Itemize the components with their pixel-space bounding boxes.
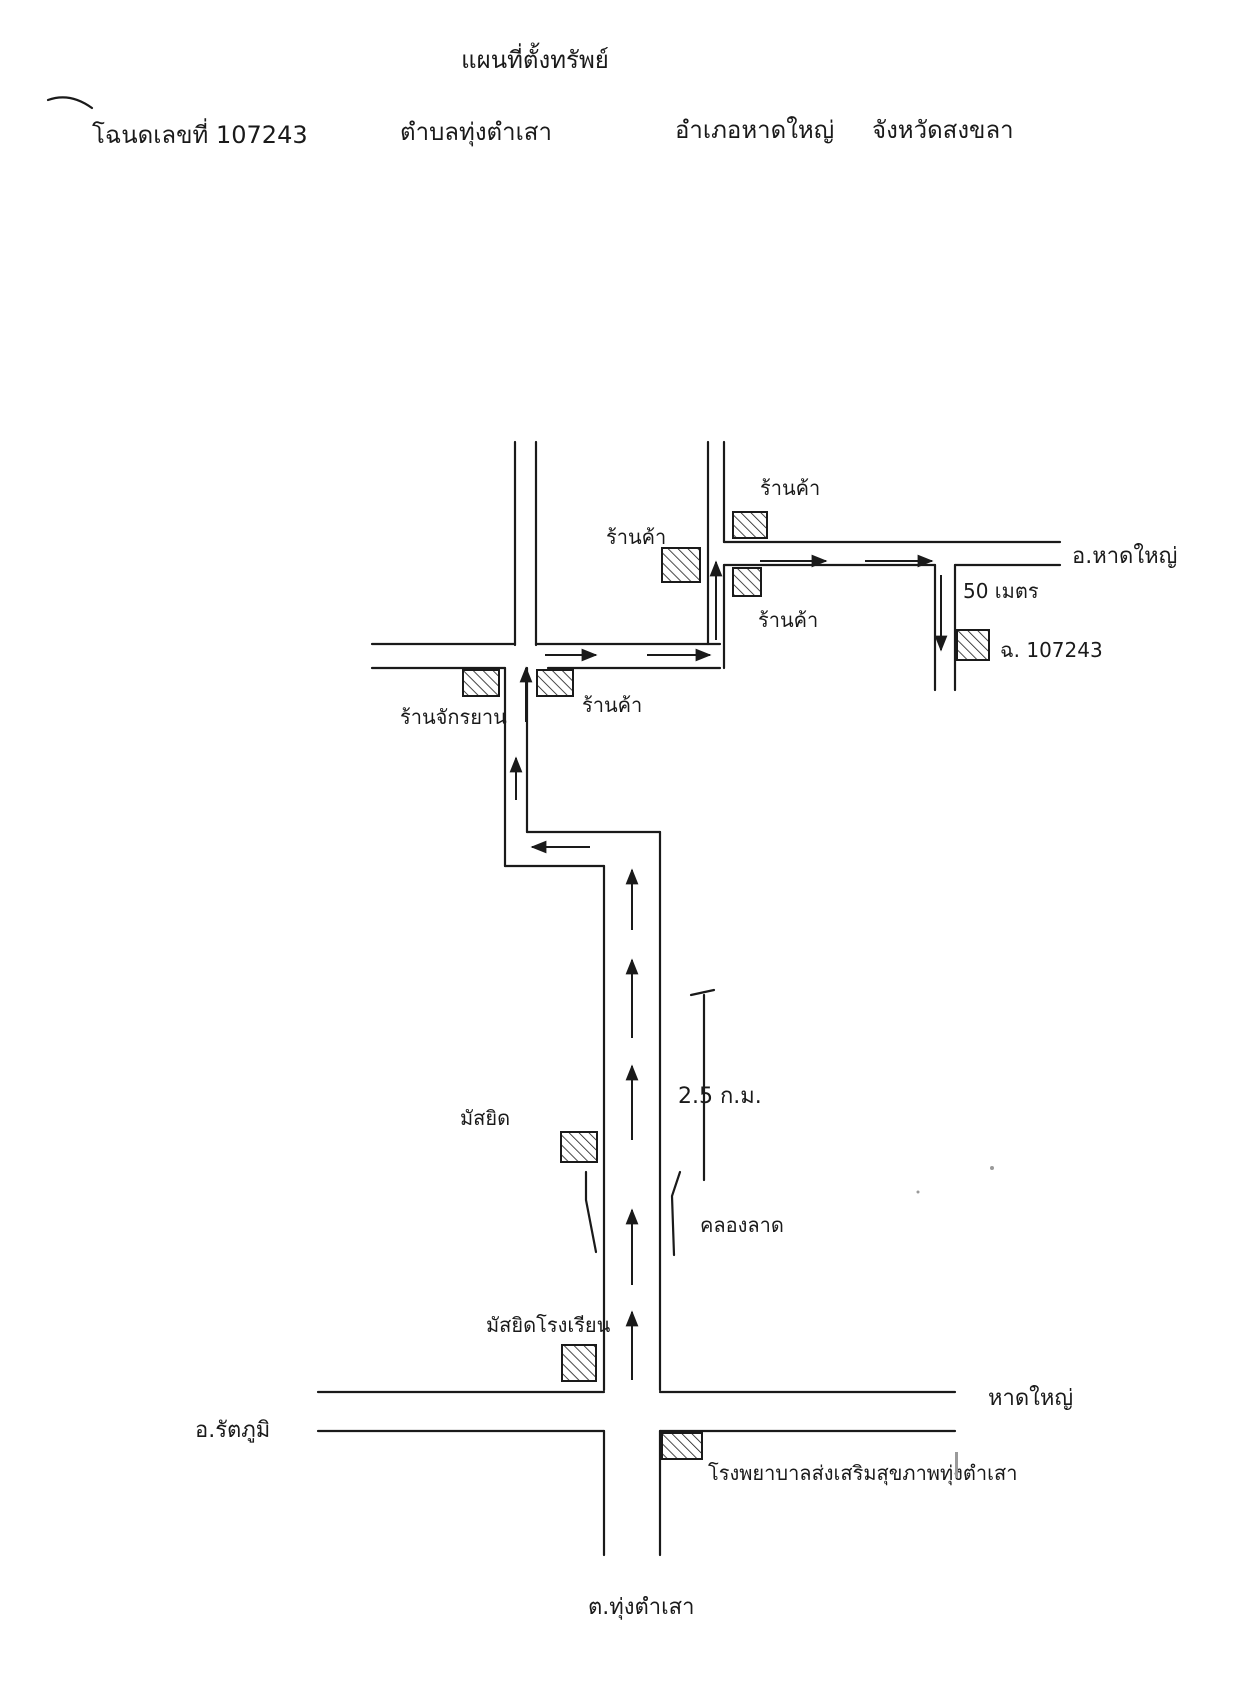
- road-north-middle: [706, 440, 726, 670]
- road-to-hatyai-top: [722, 540, 1062, 567]
- building-property: [956, 629, 990, 661]
- building-shop-cross: [536, 669, 574, 697]
- road-to-property: [933, 563, 957, 692]
- label-school: มัสยิดโรงเรียน: [486, 1313, 611, 1337]
- building-bicycle-shop: [462, 669, 500, 697]
- scan-speck: [955, 1452, 958, 1478]
- label-to-hatyai-bottom: หาดใหญ่: [988, 1385, 1073, 1411]
- deed-number: โฉนดเลขที่ 107243: [92, 118, 308, 149]
- distance-bracket: [689, 988, 716, 1182]
- subdistrict: ตำบลทุ่งตำเสา: [400, 118, 552, 147]
- label-canal: คลองลาด: [700, 1213, 784, 1237]
- building-shop-left-upper: [661, 547, 701, 583]
- label-property: ฉ. 107243: [1000, 638, 1103, 662]
- label-shop-top: ร้านค้า: [760, 476, 820, 500]
- label-distance-50m: 50 เมตร: [963, 579, 1039, 603]
- label-mosque: มัสยิด: [460, 1106, 510, 1130]
- building-shop-top: [732, 511, 768, 539]
- building-health-center: [661, 1432, 703, 1460]
- road-upper-horizontal: [370, 642, 722, 670]
- building-mosque: [560, 1131, 598, 1163]
- label-to-rattaphum: อ.รัตภูมิ: [195, 1418, 270, 1443]
- map-title: แผนที่ตั้งทรัพย์: [461, 42, 609, 74]
- label-shop-right-upper: ร้านค้า: [758, 608, 818, 632]
- road-bottom-crossroad: [316, 1390, 957, 1557]
- scan-speck: [990, 1166, 994, 1170]
- label-bicycle-shop: ร้านจักรยาน: [400, 705, 507, 729]
- label-shop-cross: ร้านค้า: [582, 693, 642, 717]
- road-jog: [503, 666, 662, 1392]
- road-north-left: [513, 440, 538, 647]
- route-arrows: [509, 554, 948, 1380]
- province: จังหวัดสงขลา: [872, 116, 1014, 144]
- label-distance-road: 2.5 ก.ม.: [678, 1084, 762, 1109]
- label-to-tungtamsao: ต.ทุ่งตำเสา: [588, 1595, 694, 1620]
- canal-marks: [584, 1170, 682, 1257]
- district: อำเภอหาดใหญ่: [675, 116, 834, 144]
- label-shop-left-upper: ร้านค้า: [606, 525, 666, 549]
- label-to-hatyai-top: อ.หาดใหญ่: [1072, 543, 1177, 569]
- label-bottom-right-place: โรงพยาบาลส่งเสริมสุขภาพทุ่งตำเสา: [708, 1461, 1017, 1486]
- header-underline-mark: [46, 96, 94, 110]
- building-shop-right-upper: [732, 567, 762, 597]
- building-school: [561, 1344, 597, 1382]
- scan-speck: [916, 1190, 920, 1194]
